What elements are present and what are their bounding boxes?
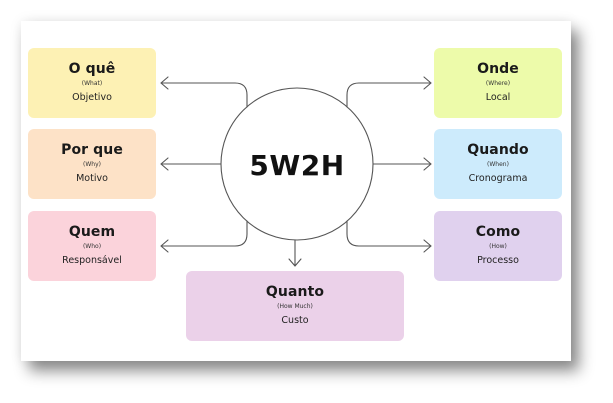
card-when: Quando (When) Cronograma — [434, 129, 562, 199]
card-what: O quê (What) Objetivo — [28, 48, 156, 118]
card-how: Como (How) Processo — [434, 211, 562, 281]
card-why: Por que (Why) Motivo — [28, 129, 156, 199]
arrowhead-what — [160, 76, 169, 90]
arrow-to-where — [346, 82, 432, 108]
card-title: Quem — [68, 224, 116, 240]
card-how-much: Quanto (How Much) Custo — [186, 271, 404, 341]
arrow-to-how — [346, 220, 432, 247]
center-title: 5W2H — [249, 148, 345, 182]
arrowhead-how — [423, 239, 432, 253]
card-subtitle: (Who) — [82, 243, 102, 250]
arrowhead-when — [423, 157, 432, 171]
card-subtitle: (How Much) — [277, 303, 313, 310]
card-title: Quanto — [265, 284, 325, 300]
card-description: Responsável — [62, 255, 122, 266]
arrowhead-where — [423, 76, 432, 90]
card-description: Custo — [281, 315, 309, 326]
card-subtitle: (What) — [81, 80, 103, 87]
arrow-to-what — [160, 82, 248, 108]
card-title: O quê — [68, 61, 116, 77]
arrowhead-how-much — [288, 258, 302, 267]
card-where: Onde (Where) Local — [434, 48, 562, 118]
card-subtitle: (Why) — [83, 161, 101, 168]
card-subtitle: (How) — [489, 243, 507, 250]
card-description: Cronograma — [468, 173, 528, 184]
arrowhead-who — [160, 239, 169, 253]
card-description: Objetivo — [72, 92, 112, 103]
card-title: Onde — [477, 61, 519, 77]
card-title: Como — [475, 224, 521, 240]
card-description: Processo — [477, 255, 519, 266]
card-subtitle: (Where) — [485, 80, 511, 87]
card-title: Quando — [467, 142, 529, 158]
card-subtitle: (When) — [487, 161, 509, 168]
card-description: Local — [485, 92, 511, 103]
card-who: Quem (Who) Responsável — [28, 211, 156, 281]
arrowhead-why — [160, 157, 169, 171]
card-description: Motivo — [76, 173, 108, 184]
diagram-canvas: 5W2H O quê (What) Objetivo Por que (Why)… — [21, 21, 571, 361]
card-title: Por que — [61, 142, 123, 158]
arrow-to-who — [160, 220, 248, 247]
